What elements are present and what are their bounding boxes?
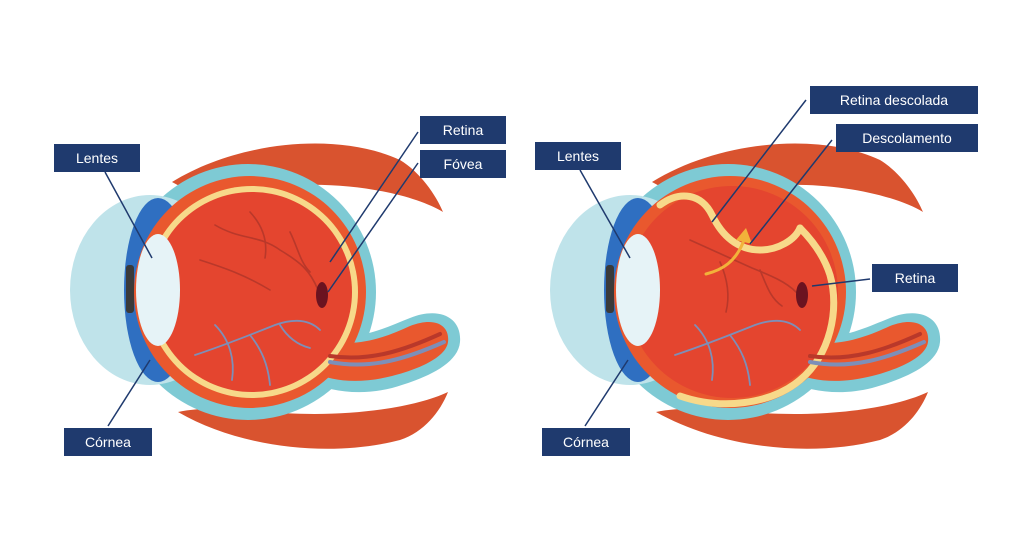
normal-eye-vitreous [152,192,352,392]
leader-normal-cornea [107,359,151,427]
normal-eye-vessels-blue [194,319,321,386]
label-detached-lens: Lentes [535,142,621,170]
detached-eye-detachment-arrow [704,238,746,276]
normal-eye-nerve-vessel-blue [328,340,446,367]
label-normal-fovea: Fóvea [420,150,506,178]
leader-normal-fovea [327,162,419,293]
leader-detached-cornea [584,359,629,427]
normal-eye-vessels-red [199,211,319,291]
detached-eye-lens [616,234,660,346]
detached-eye-nerve-vessel-red [808,332,922,360]
detached-eye-retina-detached [656,192,804,254]
label-detached-cornea: Córnea [542,428,630,456]
leader-normal-lens [104,171,153,259]
normal-eye-nerve-vessel-red [328,332,442,360]
detached-eye-iris [606,265,614,313]
label-normal-cornea: Córnea [64,428,152,456]
leader-lines [104,99,871,427]
leader-detached-lens [579,169,631,259]
detached-eye-vessels-blue [674,319,801,386]
detached-eye-detachment-arrowhead [736,228,752,244]
normal-eye-fovea [316,282,328,308]
normal-eye-iris [126,265,134,313]
normal-eye-lens [136,234,180,346]
label-detached-retina-descolada: Retina descolada [810,86,978,114]
detached-eye-retina-attached [676,224,838,408]
leader-detached-descolamento [749,139,833,245]
detached-eye-vitreous [626,186,838,398]
normal-eye [70,143,461,449]
normal-eye-upper-muscle [172,143,443,212]
label-detached-retina: Retina [872,264,958,292]
normal-eye-optic-nerve [312,321,449,381]
label-normal-retina: Retina [420,116,506,144]
detached-eye-nerve-vessel-blue [808,340,926,367]
leader-normal-retina [329,131,419,263]
bottom-margin [0,468,1024,538]
leader-detached-retina-descolada [711,99,807,223]
label-detached-descolamento: Descolamento [836,124,978,152]
leader-detached-retina [811,278,871,287]
normal-eye-lower-muscle [178,392,448,449]
detached-eye-optic-nerve [792,321,929,381]
detached-eye [550,143,941,449]
label-normal-lens: Lentes [54,144,140,172]
detached-eye-fovea [796,282,808,308]
detached-eye-upper-muscle [652,143,923,212]
detached-eye-lower-muscle [656,392,928,449]
